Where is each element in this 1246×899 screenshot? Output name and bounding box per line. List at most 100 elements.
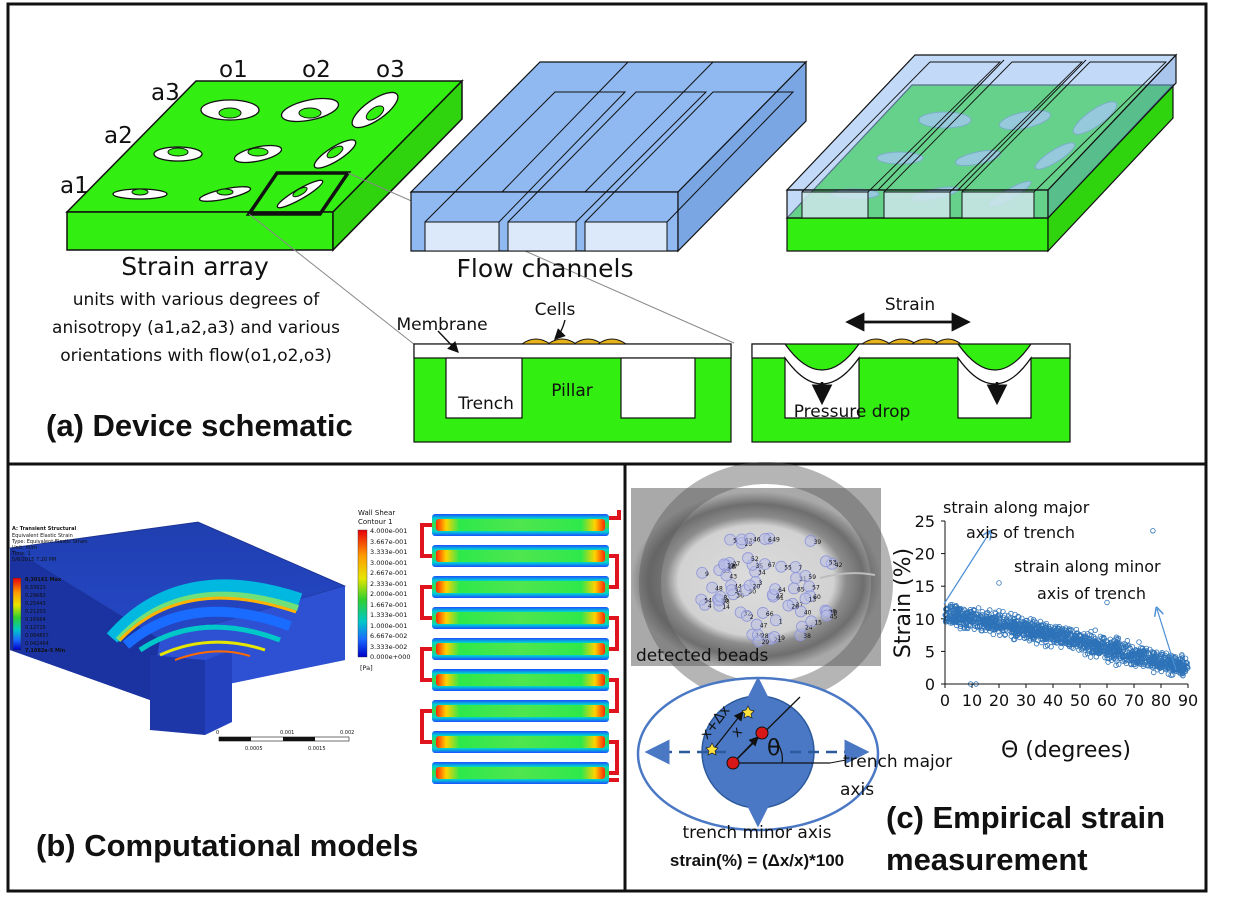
data-point <box>1109 641 1116 648</box>
data-point <box>1036 625 1042 631</box>
bead-id: 64 <box>778 587 786 594</box>
data-point <box>1086 641 1093 647</box>
data-point <box>1016 630 1023 637</box>
bead-id: 43 <box>729 573 737 580</box>
svg-text:0.16964: 0.16964 <box>25 617 46 623</box>
panel-b-caption: (b) Computational models <box>36 828 418 863</box>
x-tick-label: 60 <box>1097 691 1117 710</box>
bead-id: 1 <box>779 618 783 625</box>
svg-text:Type: Equivalent Elastic Strai: Type: Equivalent Elastic Strain <box>11 539 88 545</box>
data-point <box>1143 645 1150 652</box>
cfd-channel-core <box>436 674 605 686</box>
outlier-point <box>1150 528 1156 534</box>
bead-marker <box>744 532 756 545</box>
svg-text:6.667e-002: 6.667e-002 <box>370 632 407 640</box>
data-point <box>1163 663 1170 669</box>
bead-id: 61 <box>776 595 784 602</box>
data-point <box>1150 669 1157 676</box>
data-point <box>1157 653 1164 659</box>
data-point <box>1159 660 1165 667</box>
y-tick-label: 0 <box>925 675 935 694</box>
bead-marker <box>788 582 800 595</box>
bead-id: 27 <box>733 561 741 568</box>
data-point <box>979 609 986 615</box>
svg-text:0.33923: 0.33923 <box>25 585 46 591</box>
bead-id: 14 <box>722 604 730 611</box>
data-point <box>1128 661 1134 668</box>
svg-text:0.0005: 0.0005 <box>245 746 263 752</box>
data-point <box>975 605 982 611</box>
data-point <box>1092 635 1098 642</box>
flow-channels-block <box>409 60 808 253</box>
data-point <box>1042 643 1049 650</box>
bead-id: 47 <box>760 623 768 630</box>
data-point <box>1145 654 1152 661</box>
bead-marker <box>757 607 769 619</box>
data-point <box>1132 659 1139 665</box>
bead-id: 40 <box>804 609 812 616</box>
row-label-a3: a3 <box>151 80 180 106</box>
data-point <box>1105 659 1111 665</box>
cfd-channel-core <box>436 519 605 531</box>
data-point <box>979 627 985 634</box>
data-point <box>970 615 977 621</box>
bead-id: 36 <box>736 592 744 599</box>
cfd-connector <box>420 523 432 558</box>
x-tick-label: 90 <box>1178 691 1198 710</box>
bead-id: 29 <box>762 639 770 646</box>
svg-text:Time: 1: Time: 1 <box>11 551 31 557</box>
data-point <box>965 625 971 632</box>
x-tick-label: 20 <box>989 691 1009 710</box>
data-point <box>1180 672 1186 679</box>
data-point <box>1142 655 1149 661</box>
data-point <box>960 616 967 623</box>
data-point <box>987 628 993 634</box>
svg-text:2.667e-001: 2.667e-001 <box>370 569 407 577</box>
bead-marker <box>769 583 781 596</box>
bead-id: 26 <box>791 604 799 611</box>
x-tick-label: 0 <box>940 691 950 710</box>
data-point <box>1027 628 1033 634</box>
data-point <box>1070 645 1076 651</box>
data-point <box>1166 657 1172 664</box>
svg-text:1.000e-001: 1.000e-001 <box>370 622 407 630</box>
bead-marker <box>758 558 771 571</box>
data-point <box>956 607 963 614</box>
pressure-drop-label: Pressure drop <box>794 402 911 422</box>
data-point <box>1124 638 1131 644</box>
bead-marker <box>750 618 763 631</box>
strain-array-block <box>65 79 735 346</box>
data-point <box>1121 653 1127 660</box>
svg-text:0.000e+000: 0.000e+000 <box>370 653 410 661</box>
bead-marker <box>794 605 807 618</box>
data-point <box>1133 663 1139 669</box>
chart-x-label: Θ (degrees) <box>1001 738 1131 763</box>
data-point <box>1035 628 1041 634</box>
strain-formula: strain(%) = (Δx/x)*100 <box>670 851 844 870</box>
bead-marker <box>695 593 708 606</box>
svg-text:2.333e-001: 2.333e-001 <box>370 580 407 588</box>
cfd-connector <box>420 647 432 682</box>
svg-text:2.000e-001: 2.000e-001 <box>370 590 407 598</box>
x-tick-label: 40 <box>1043 691 1063 710</box>
cells-rest <box>520 338 628 345</box>
data-point <box>976 619 982 625</box>
strain-array-desc-1: units with various degrees of <box>73 290 321 310</box>
data-point <box>1121 647 1127 653</box>
data-point <box>1112 651 1118 657</box>
svg-text:7.1082e-5 Min: 7.1082e-5 Min <box>25 648 66 654</box>
major-axis-label-1: trench major <box>843 752 952 772</box>
data-point <box>1099 643 1105 649</box>
bead-id: 18 <box>728 563 736 570</box>
data-point <box>1012 633 1019 639</box>
data-point <box>1086 648 1092 654</box>
cfd-channel-core <box>436 612 605 624</box>
bead-id: 13 <box>809 596 817 603</box>
data-point <box>1033 620 1040 626</box>
data-point <box>1103 637 1109 644</box>
cells-strained <box>860 338 963 345</box>
data-point <box>957 606 964 612</box>
bead-id: 46 <box>753 537 761 544</box>
data-point <box>1021 632 1027 639</box>
bead-id: 39 <box>814 539 822 546</box>
